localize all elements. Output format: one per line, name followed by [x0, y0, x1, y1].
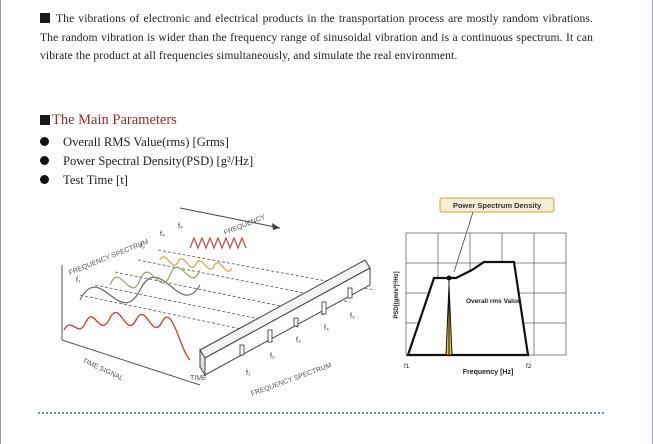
dotted-divider	[38, 412, 604, 414]
frame-left-border	[0, 0, 1, 444]
intro-paragraph: The vibrations of electronic and electri…	[40, 10, 593, 66]
label-frequency: FREQUENCY	[223, 214, 267, 237]
label-f3: f₃	[140, 243, 145, 250]
tick-f2: f2	[526, 363, 532, 370]
label-frequency-spectrum-bottom: FREQUENCY SPECTRUM	[250, 362, 332, 398]
callout-pointer	[453, 211, 474, 273]
time-axis	[61, 339, 201, 386]
list-item: Power Spectral Density(PSD) [g²/Hz]	[40, 151, 253, 170]
bullet-dot-icon	[40, 137, 49, 146]
sine-wave-f1	[79, 276, 201, 304]
parameter-label: Test Time [t]	[63, 172, 128, 187]
bullet-dot-icon	[40, 175, 49, 184]
parameter-label: Overall RMS Value(rms) [Grms]	[63, 134, 229, 149]
time-signal-wave	[63, 311, 191, 361]
list-item: Overall RMS Value(rms) [Grms]	[40, 132, 253, 151]
intro-text: The vibrations of electronic and electri…	[40, 12, 593, 63]
sine-wave-f3	[109, 266, 201, 289]
spectrum-block-front	[204, 267, 371, 376]
rms-label: Overall rms Value	[466, 298, 521, 305]
label-f5-bottom: f₅	[350, 313, 355, 320]
list-item: Test Time [t]	[40, 170, 253, 189]
psd-profile	[406, 260, 530, 357]
label-time-signal: TIME SIGNAL	[81, 357, 124, 382]
label-frequency-spectrum-top: FREQUENCY SPECTRUM	[68, 238, 150, 276]
label-f2-bottom: f₂	[270, 353, 275, 360]
tick-f1: f1	[404, 363, 410, 370]
label-f4: f₄	[160, 231, 165, 238]
x-axis-label: Frequency [Hz]	[463, 369, 514, 376]
parameter-label: Power Spectral Density(PSD) [g²/Hz]	[63, 153, 254, 168]
params-heading: The Main Parameters	[40, 112, 177, 129]
spectrum-block-top	[199, 259, 371, 359]
bullet-dot-icon	[40, 156, 49, 165]
square-bullet-icon	[40, 115, 50, 125]
square-bullet-icon	[40, 13, 50, 23]
psd-marker	[446, 275, 452, 281]
label-f1: f₁	[76, 277, 81, 284]
spectrum-bars	[239, 287, 353, 356]
label-f1-bottom: f₁	[246, 370, 251, 377]
parameter-list: Overall RMS Value(rms) [Grms] Power Spec…	[40, 132, 253, 189]
frequency-arrow	[179, 207, 281, 229]
spectrum-decomposition-diagram: FREQUENCY SPECTRUM FREQUENCY TIME SIGNAL…	[61, 207, 376, 398]
callout-label: Power Spectrum Density	[453, 201, 542, 210]
y-axis-label: PSD[(gm/s²)²/Hz]	[393, 271, 400, 318]
sine-wave-f5	[159, 256, 233, 272]
psd-chart: Power Spectrum Density Overall rms Value…	[393, 197, 567, 376]
params-title: The Main Parameters	[52, 112, 177, 128]
arrow-head-icon	[272, 223, 280, 230]
label-f5: f₅	[178, 223, 183, 230]
label-f3-bottom: f₃	[296, 337, 301, 344]
callout-box	[439, 197, 555, 213]
sine-wave-f6	[189, 236, 247, 250]
label-f4-bottom: f₄	[324, 325, 329, 332]
label-time: TIME	[190, 375, 207, 382]
